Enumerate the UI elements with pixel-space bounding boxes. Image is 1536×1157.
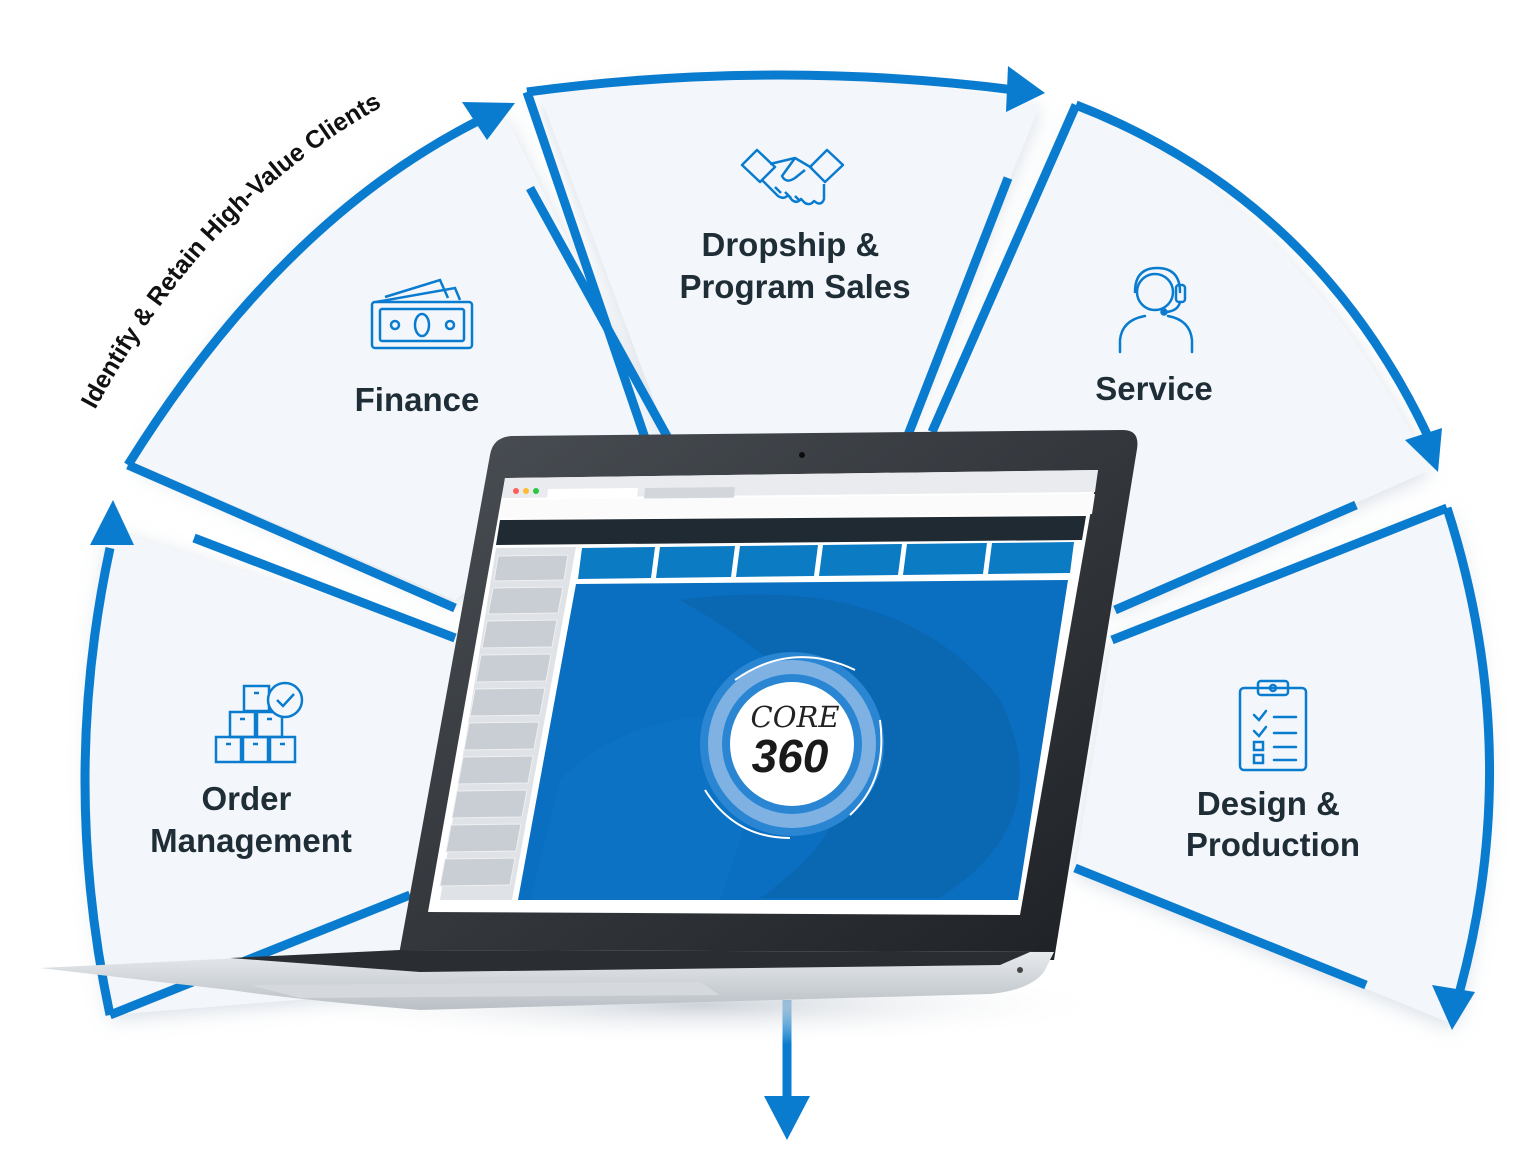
sidebar-item xyxy=(487,586,564,615)
dropship-arrowhead xyxy=(1006,66,1045,112)
trackpad xyxy=(250,982,720,998)
dropship-outer-arc xyxy=(526,70,1031,97)
order-top-edge xyxy=(192,533,457,643)
browser-tab-inactive xyxy=(644,487,735,499)
handshake-icon xyxy=(740,148,845,206)
segment-label-design-production: Design & Production xyxy=(1186,785,1360,863)
app-tab xyxy=(578,547,655,579)
app-tab xyxy=(903,543,987,575)
browser-tab-active xyxy=(547,488,638,500)
sidebar-item xyxy=(469,687,546,717)
browser-zoom-dot xyxy=(533,488,539,494)
webcam xyxy=(799,452,805,458)
clipboard-checklist-icon xyxy=(1238,679,1308,772)
order-bottom-edge xyxy=(108,890,412,1020)
sidebar-item xyxy=(475,653,552,683)
app-tab xyxy=(736,545,818,577)
design-bottom-edge xyxy=(1073,863,1368,990)
down-arrowhead xyxy=(764,1096,810,1140)
finance-bottom-edge xyxy=(126,460,457,613)
dropship-left-edge xyxy=(522,90,650,440)
money-bills-icon xyxy=(370,278,474,350)
segment-dropship xyxy=(540,79,1040,438)
power-indicator xyxy=(1017,967,1023,973)
service-outer-arc xyxy=(1074,100,1437,447)
sidebar-item xyxy=(445,823,522,853)
sidebar-item xyxy=(451,789,528,819)
segment-label-order-management: Order Management xyxy=(150,780,352,859)
segment-order-management xyxy=(90,530,460,1015)
sidebar-item xyxy=(481,619,558,649)
boxes-check-icon xyxy=(214,681,304,764)
sidebar-item xyxy=(439,857,516,887)
laptop: CORE 360 xyxy=(40,430,1138,1045)
browser-close-dot xyxy=(513,488,519,494)
sidebar-item xyxy=(493,554,569,582)
design-arrowhead xyxy=(1432,985,1475,1030)
sidebar-item xyxy=(463,721,540,751)
core-360-logo: CORE 360 xyxy=(700,652,884,839)
segment-label-service: Service xyxy=(1095,370,1212,407)
app-navbar xyxy=(496,516,1086,545)
logo-360-text: 360 xyxy=(752,730,829,782)
service-bottom-edge xyxy=(1113,500,1358,615)
design-outer-arc xyxy=(1442,506,1494,992)
service-left-edge xyxy=(927,103,1081,434)
design-top-edge xyxy=(1110,503,1449,645)
app-tab xyxy=(819,544,902,576)
logo-core-text: CORE xyxy=(751,700,840,734)
app-tab xyxy=(656,546,735,578)
order-outer-arc xyxy=(80,547,115,1016)
finance-arrowhead xyxy=(462,102,515,140)
dropship-right-edge xyxy=(903,176,1013,437)
app-tab xyxy=(988,542,1074,574)
keyboard xyxy=(230,950,1030,972)
browser-toolbar xyxy=(499,494,1095,519)
segment-design-production xyxy=(1075,510,1487,1025)
service-arrowhead xyxy=(1405,428,1442,472)
segment-label-finance: Finance xyxy=(355,381,480,418)
finance-outer-arc xyxy=(124,103,507,468)
browser-minimize-dot xyxy=(523,488,529,494)
headset-person-icon xyxy=(1118,266,1194,354)
sidebar-item xyxy=(457,755,534,785)
order-arrowhead xyxy=(90,500,134,545)
segment-label-dropship: Dropship & Program Sales xyxy=(679,226,910,305)
